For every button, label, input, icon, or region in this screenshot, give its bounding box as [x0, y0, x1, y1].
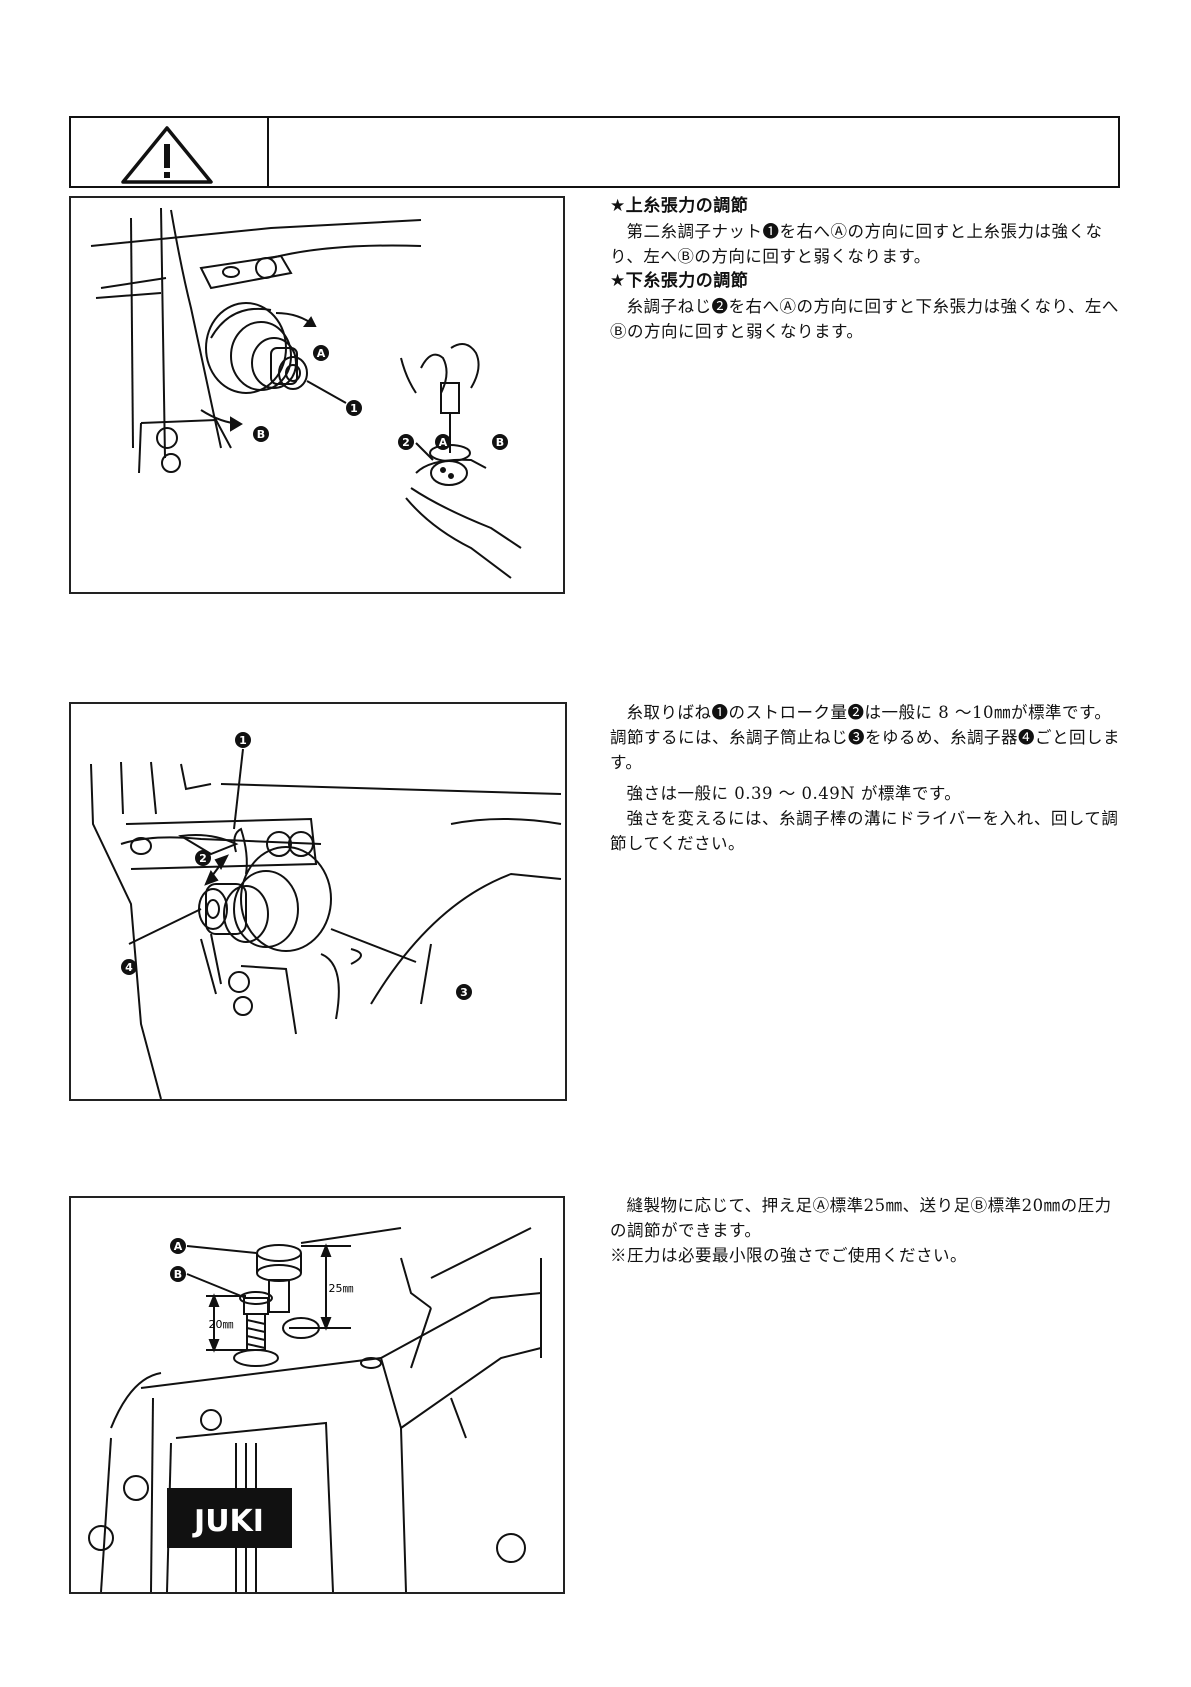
body-spring-strength: 強さは一般に 0.39 ～ 0.49N が標準です。: [626, 784, 962, 803]
fig2-label-1: [235, 732, 251, 748]
fig1-label-B-upper-text: B: [257, 428, 265, 441]
thread-tension-illustration: A B 1 2 A B: [90, 207, 522, 579]
heading-lower-tension: ★下糸張力の調節: [610, 271, 749, 291]
fig3-dim-20mm: 20㎜: [209, 1318, 234, 1331]
juki-logo: JUKI: [192, 1504, 264, 1539]
text-take-up-spring: 糸取りばね❶のストローク量❷は一般に 8 ～10㎜が標準です。調節するには、糸調…: [610, 700, 1120, 856]
heading-upper-tension: ★上糸張力の調節: [610, 196, 749, 216]
figure-presser-pressure: JUKI 25㎜ 20㎜ A B: [69, 1196, 565, 1594]
fig2-label-4-text: 4: [125, 961, 133, 974]
fig3-dim-25mm: 25㎜: [329, 1282, 354, 1295]
body-pressure-note: ※圧力は必要最小限の強さでご使用ください。: [610, 1246, 967, 1265]
fig1-label-A-lower: [435, 434, 451, 450]
juki-logo-plate: [167, 1488, 292, 1548]
fig3-label-A-text: A: [174, 1240, 183, 1253]
figure-take-up-spring: 1 2 3 4: [69, 702, 567, 1101]
body-lower-tension: 糸調子ねじ❷を右へⒶの方向に回すと下糸張力は強くなり、左へⒷの方向に回すと弱くな…: [610, 297, 1119, 341]
fig2-label-4: [121, 959, 137, 975]
fig2-label-1-text: 1: [239, 734, 247, 747]
fig2-label-3-text: 3: [460, 986, 468, 999]
body-spring-stroke: 糸取りばね❶のストローク量❷は一般に 8 ～10㎜が標準です。調節するには、糸調…: [610, 703, 1120, 772]
fig1-label-1-text: 1: [350, 402, 358, 415]
fig1-label-B-lower-text: B: [496, 436, 504, 449]
warning-icon-cell: [71, 118, 269, 186]
body-upper-tension: 第二糸調子ナット❶を右へⒶの方向に回すと上糸張力は強くなり、左へⒷの方向に回すと…: [610, 222, 1103, 266]
fig1-label-A-upper: [313, 345, 329, 361]
warning-box: [69, 116, 1120, 188]
text-presser-pressure: 縫製物に応じて、押え足Ⓐ標準25㎜、送り足Ⓑ標準20㎜の圧力の調節ができます。 …: [610, 1193, 1120, 1268]
fig2-label-2: [195, 850, 211, 866]
fig1-label-B-upper: [253, 426, 269, 442]
fig2-label-3: [456, 984, 472, 1000]
fig1-label-A-lower-text: A: [439, 436, 448, 449]
presser-pressure-illustration: JUKI 25㎜ 20㎜ A B: [88, 1227, 542, 1592]
fig2-label-2-text: 2: [199, 852, 207, 865]
fig1-label-2-text: 2: [402, 436, 410, 449]
fig1-label-2: [398, 434, 414, 450]
figure-thread-tension: A B 1 2 A B: [69, 196, 565, 594]
body-pressure-adjust: 縫製物に応じて、押え足Ⓐ標準25㎜、送り足Ⓑ標準20㎜の圧力の調節ができます。: [610, 1196, 1112, 1240]
fig1-label-1: [346, 400, 362, 416]
warning-triangle-icon: [121, 126, 213, 184]
text-thread-tension: ★上糸張力の調節 第二糸調子ナット❶を右へⒶの方向に回すと上糸張力は強くなり、左…: [610, 194, 1120, 344]
take-up-spring-illustration: 1 2 3 4: [90, 732, 562, 1099]
fig3-label-B: [170, 1266, 186, 1282]
fig1-label-A-upper-text: A: [317, 347, 326, 360]
fig3-label-B-text: B: [174, 1268, 182, 1281]
body-spring-adjust: 強さを変えるには、糸調子棒の溝にドライバーを入れ、回して調節してください。: [610, 809, 1119, 853]
fig3-label-A: [170, 1238, 186, 1254]
fig1-label-B-lower: [492, 434, 508, 450]
